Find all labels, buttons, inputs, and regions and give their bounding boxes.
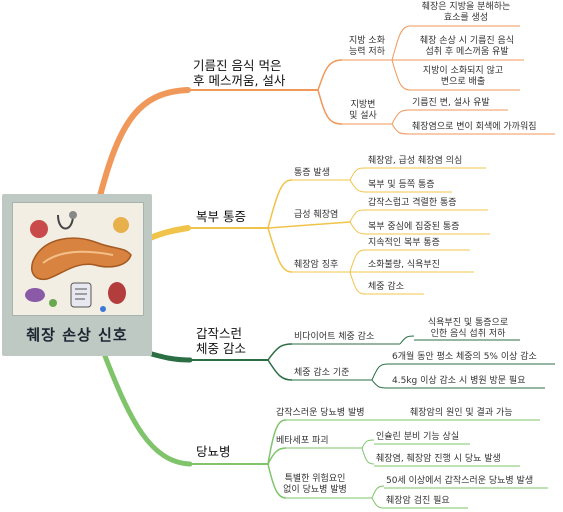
leaf-item: 췌장암 검진 필요: [386, 496, 450, 506]
group-label[interactable]: 갑작스러운 당뇨병 발병: [276, 408, 365, 418]
leaf-item: 50세 이상에서 갑작스러운 당뇨병 발생: [386, 476, 534, 486]
leaf-item: 췌장염, 췌장암 진행 시 당뇨 발생: [376, 454, 501, 464]
branch-connector-fat: [97, 87, 191, 199]
group-label[interactable]: 지방 소화 능력 저하: [349, 36, 385, 57]
leaf-item: 6개월 동안 평소 체중의 5% 이상 감소: [392, 352, 537, 362]
leaf-item: 복부 중심에 집중된 통증: [368, 222, 460, 232]
leaf-item: 인슐린 분비 기능 상실: [376, 432, 460, 442]
center-title: 췌장 손상 신호: [26, 326, 128, 344]
leaf-item: 체중 감소: [368, 282, 404, 292]
leaf-item: 기름진 변, 설사 유발: [412, 98, 490, 108]
group-label[interactable]: 베타세포 파괴: [276, 436, 329, 446]
leaf-item: 췌장암의 원인 및 결과 가능: [410, 408, 513, 418]
branch-connector-pain: [147, 225, 191, 241]
leaf-item: 갑작스럽고 격렬한 통증: [368, 198, 457, 208]
branch-label-weight[interactable]: 갑작스런 체중 감소: [196, 326, 246, 356]
group-label[interactable]: 비다이어트 체중 감소: [294, 332, 375, 342]
branch-connector-diabetes: [102, 353, 193, 467]
group-label[interactable]: 체중 감소 기준: [294, 368, 350, 378]
leaf-item: 췌장암, 급성 췌장염 의심: [368, 156, 463, 166]
leaf-item: 복부 및 등쪽 통증: [368, 180, 435, 190]
leaf-item: 췌장은 지방을 분해하는 효소를 생성: [421, 2, 511, 23]
group-label[interactable]: 지방변 및 설사: [349, 100, 377, 121]
group-label[interactable]: 췌장암 징후: [294, 260, 339, 270]
leaf-item: 식욕부진 및 통증으로 인한 음식 섭취 저하: [427, 318, 509, 339]
branch-label-fat[interactable]: 기름진 음식 먹은 후 메스꺼움, 설사: [193, 58, 286, 88]
pancreas-illustration: [12, 202, 144, 316]
leaf-item: 지속적인 복부 통증: [368, 238, 440, 248]
group-label[interactable]: 급성 췌장염: [294, 210, 339, 220]
center-node[interactable]: 췌장 손상 신호: [2, 194, 152, 356]
leaf-item: 4.5kg 이상 감소 시 병원 방문 필요: [392, 376, 526, 386]
leaf-item: 췌장염으로 변이 회색에 가까워짐: [412, 122, 537, 132]
leaf-item: 지방이 소화되지 않고 변으로 배출: [422, 66, 504, 87]
group-label[interactable]: 통증 발생: [294, 168, 330, 178]
group-label[interactable]: 특별한 위험요인 없이 당뇨병 발병: [283, 474, 347, 495]
leaf-item: 소화불량, 식욕부진: [368, 260, 440, 270]
leaf-item: 췌장 손상 시 기름진 음식 섭취 후 메스꺼움 유발: [419, 36, 515, 57]
branch-label-pain[interactable]: 복부 통증: [196, 209, 246, 224]
branch-label-diabetes[interactable]: 당뇨병: [196, 444, 231, 459]
